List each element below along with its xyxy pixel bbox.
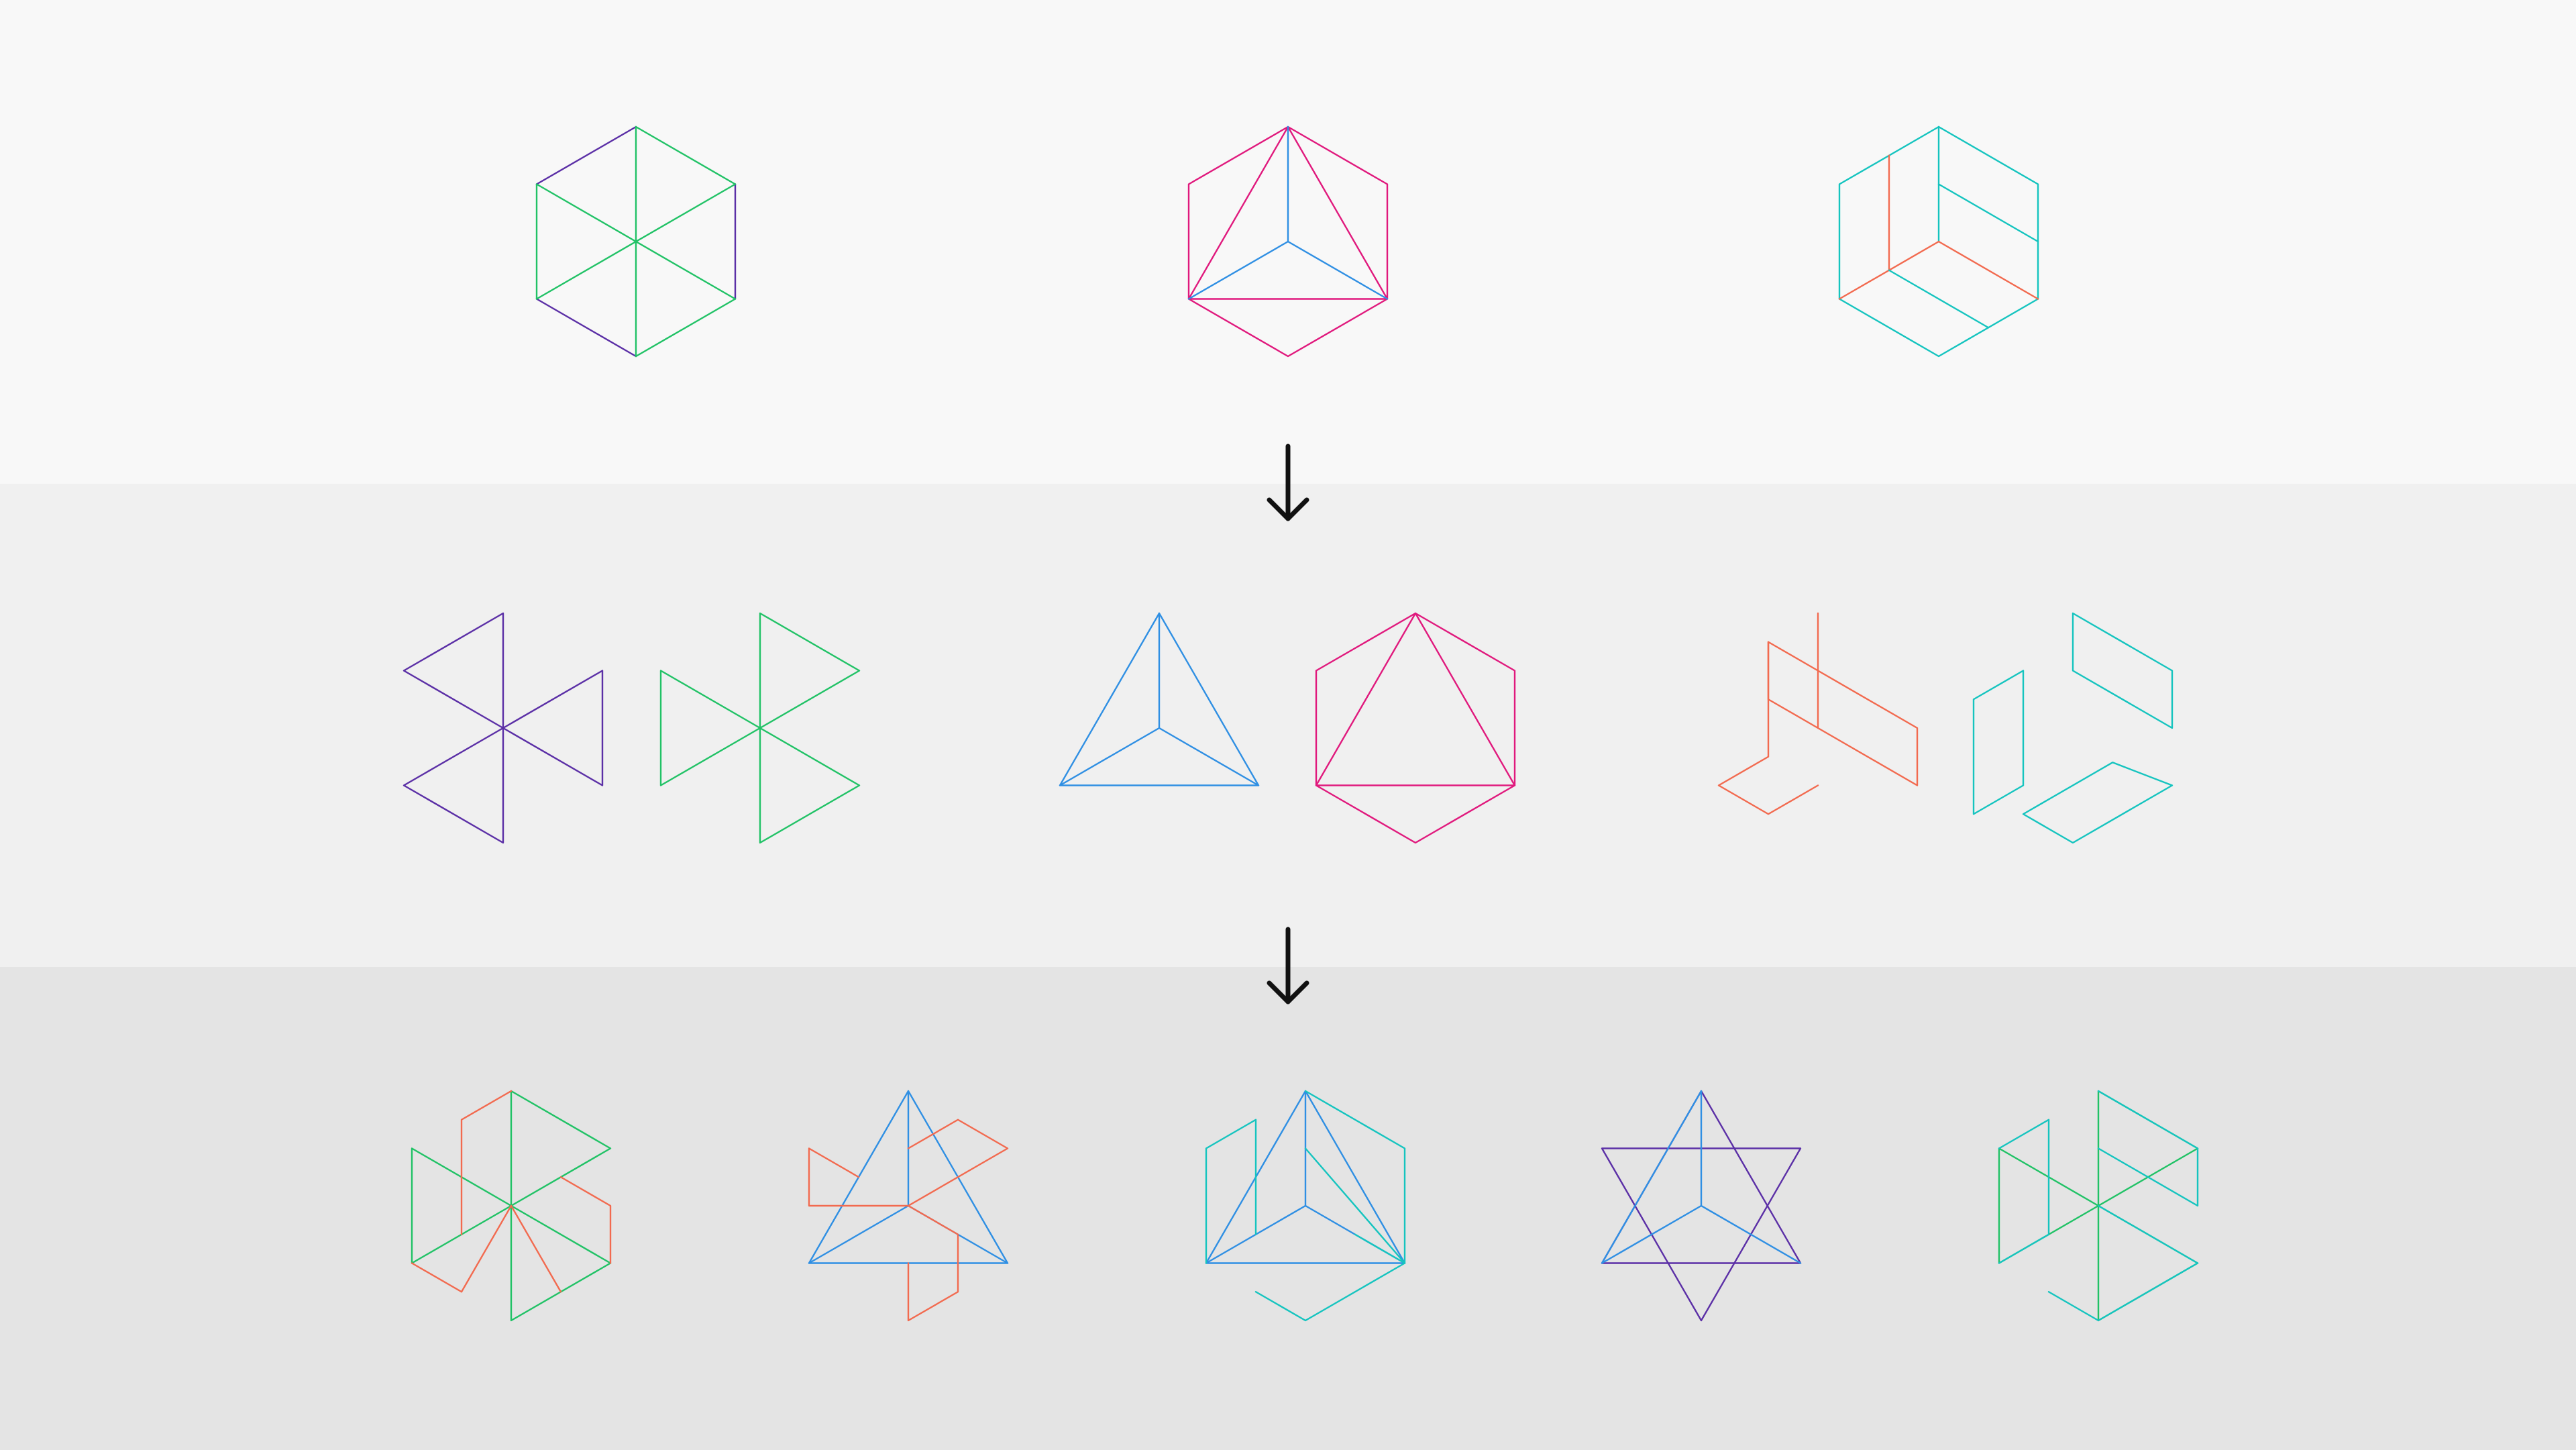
- hex-edge: [635, 125, 737, 185]
- parallelogram: [2047, 1204, 2199, 1322]
- triangle: [402, 727, 504, 844]
- parallelogram: [1254, 1233, 1406, 1322]
- hex-edge: [635, 298, 737, 358]
- bottom-row-band: [0, 967, 2576, 1450]
- tetra-edge: [1601, 1090, 1703, 1264]
- l-shape: [1717, 612, 1919, 815]
- arrow-head: [1267, 497, 1309, 521]
- parallelogram: [2097, 1090, 2199, 1207]
- hexagon-isometric-cube: [1838, 125, 2039, 358]
- three-triangles-a: [402, 612, 604, 844]
- triangle: [402, 612, 504, 729]
- l-shape: [411, 1204, 513, 1293]
- triangle: [659, 670, 761, 786]
- triangle: [2097, 1090, 2199, 1207]
- l-shape: [1767, 641, 1819, 729]
- edge: [1937, 240, 2039, 300]
- three-triangles-b: [659, 612, 861, 844]
- hexagon-six-triangles: [535, 125, 737, 358]
- triangle-orange-blue: [808, 1090, 1009, 1322]
- tetra-edge: [808, 1204, 910, 1264]
- l-shape: [808, 1147, 910, 1207]
- l-shape: [907, 1119, 1009, 1207]
- l-shape: [460, 1090, 513, 1235]
- down-arrow: [1267, 927, 1309, 1004]
- tetra-edge: [1601, 1204, 1703, 1264]
- tetrahedron: [1059, 612, 1260, 786]
- hexagon-inscribed-tetrahedron: [1187, 125, 1389, 358]
- hexagon-outline: [1187, 125, 1389, 358]
- triangle: [2097, 1204, 2199, 1322]
- stripe: [1937, 183, 2039, 243]
- star-purple-blue: [1601, 1090, 1802, 1322]
- tetra-edge: [1187, 240, 1289, 300]
- triangle: [759, 612, 861, 729]
- tetra-edge: [1287, 240, 1389, 300]
- hexagon-with-triangle: [1315, 612, 1516, 844]
- l-shape: [559, 1176, 612, 1264]
- l-shape: [907, 1204, 959, 1322]
- stripe: [1888, 269, 1990, 329]
- middle-row-band: [0, 484, 2576, 967]
- pinwheel-orange-green: [411, 1090, 612, 1322]
- triangle: [759, 727, 861, 844]
- diagonal: [535, 183, 737, 300]
- triangle: [502, 670, 604, 786]
- parallelogram: [1972, 670, 2025, 815]
- hex-edge: [1838, 125, 1940, 300]
- triangle-outline: [1187, 125, 1389, 300]
- hex-edge: [535, 298, 637, 358]
- hex-edge: [1838, 298, 2039, 358]
- triangle: [510, 1090, 612, 1207]
- parallelogram: [1304, 1090, 1406, 1264]
- stripe: [510, 1204, 562, 1293]
- l-shapes: [1717, 612, 1919, 815]
- arrow-head: [1267, 980, 1309, 1004]
- hex-edge: [1937, 125, 2039, 300]
- parallelogram: [1998, 1119, 2050, 1264]
- pinwheel-teal-green: [1998, 1090, 2199, 1322]
- triangle: [510, 1204, 612, 1322]
- parallelograms: [1972, 612, 2174, 844]
- parallelogram: [1205, 1119, 1257, 1264]
- hexagon-outline: [1315, 612, 1516, 844]
- parallelogram: [2022, 762, 2174, 844]
- hex-edge: [535, 125, 637, 185]
- tetra-edge: [1059, 727, 1161, 786]
- tetra-edge: [1158, 727, 1260, 786]
- triangle-outline: [1059, 612, 1260, 786]
- parallelogram: [2072, 612, 2174, 729]
- cube-blue-teal: [1205, 1090, 1406, 1322]
- down-arrow: [1267, 444, 1309, 521]
- triangle-outline: [1315, 612, 1516, 786]
